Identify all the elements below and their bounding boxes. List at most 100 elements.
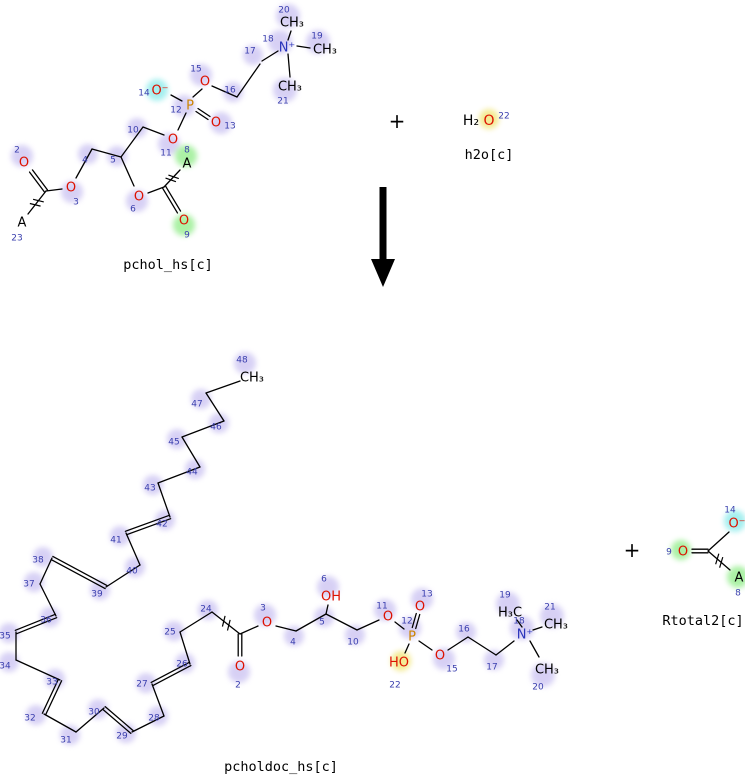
atom-label: O <box>235 660 245 675</box>
atom-number: 19 <box>311 31 323 41</box>
green-atom-highlight <box>173 214 195 236</box>
purple-atom-highlight <box>61 181 83 203</box>
bond <box>15 659 61 681</box>
molecule-name-h2o: h2o[c] <box>465 147 514 163</box>
purple-atom-highlight <box>155 510 175 530</box>
atom-number: 5 <box>319 617 325 627</box>
atom-number: 43 <box>144 483 155 493</box>
purple-atom-highlight <box>510 616 534 640</box>
green-atom-highlight <box>175 145 197 167</box>
bond <box>287 53 291 78</box>
bond-line <box>532 626 543 631</box>
double-bond <box>102 705 134 735</box>
bond <box>105 564 141 588</box>
atom-label: P <box>186 99 194 114</box>
purple-atom-highlight <box>243 45 263 65</box>
bond <box>75 148 93 179</box>
atom-number: 35 <box>0 631 11 641</box>
double-bond <box>41 678 63 716</box>
bond-line <box>177 112 187 131</box>
bond-line <box>296 45 311 49</box>
bond-line <box>418 640 433 651</box>
bond <box>447 636 469 651</box>
bond-line <box>147 186 165 194</box>
bond-line <box>157 466 201 484</box>
bond-line <box>125 518 172 536</box>
bond <box>120 126 144 158</box>
bond-line <box>261 50 279 62</box>
atom-label: O <box>168 133 178 148</box>
atom-number: 48 <box>236 355 248 365</box>
atom-number: 39 <box>91 589 103 599</box>
atom-number: 17 <box>244 46 255 56</box>
bond-line <box>447 636 469 651</box>
atom-label: CH₃ <box>240 371 264 386</box>
purple-atom-highlight <box>540 604 564 628</box>
attachment-bond <box>163 169 181 188</box>
atom-number: 37 <box>23 579 34 589</box>
purple-atom-highlight <box>276 4 300 28</box>
atom-label: N⁺ <box>517 628 534 643</box>
bond <box>142 126 165 136</box>
atom-number: 16 <box>224 85 236 95</box>
bond-line <box>52 555 108 587</box>
bond <box>39 557 53 585</box>
atom-label: CH₃ <box>278 80 302 95</box>
atom-number: 9 <box>666 547 672 557</box>
bond-line <box>205 392 225 422</box>
bond <box>131 715 165 733</box>
purple-atom-highlight <box>60 725 80 745</box>
atom-number: 13 <box>224 121 235 131</box>
bond <box>211 85 238 98</box>
bond-line <box>356 619 380 631</box>
bond <box>239 625 259 635</box>
bond-line <box>39 557 53 585</box>
atom-number: 18 <box>513 616 525 626</box>
purple-atom-highlight <box>127 118 147 138</box>
bond-line <box>28 171 46 193</box>
cyan-atom-highlight <box>724 510 745 532</box>
bond <box>177 112 187 131</box>
bond <box>516 619 523 628</box>
yellow-atom-highlight <box>479 109 499 129</box>
bond-line <box>411 612 417 629</box>
purple-atom-highlight <box>268 30 292 54</box>
bond <box>287 30 292 41</box>
atom-number: 3 <box>73 197 79 207</box>
purple-atom-highlight <box>175 653 195 673</box>
atom-number: 6 <box>321 574 327 584</box>
atom-number: 38 <box>32 555 44 565</box>
purple-atom-highlight <box>273 78 297 102</box>
atom-number: 15 <box>190 64 201 74</box>
purple-atom-highlight <box>167 429 187 449</box>
double-bond <box>28 169 49 193</box>
molecule-name-pcholdoc_hs: pcholdoc_hs[c] <box>224 759 338 775</box>
plus-sign-2: + <box>624 538 641 562</box>
bond-line <box>325 613 358 631</box>
atom-number: 40 <box>126 566 138 576</box>
bond <box>157 482 171 518</box>
atom-label: O <box>66 181 76 196</box>
atom-number: 44 <box>186 467 198 477</box>
attachment-bond <box>27 190 47 215</box>
bond-line <box>394 621 405 630</box>
atom-number: 9 <box>184 230 190 240</box>
atom-label: CH₃ <box>313 43 337 58</box>
bond-line <box>236 63 261 98</box>
atom-label: N⁺ <box>279 41 296 56</box>
purple-atom-highlight <box>158 133 180 155</box>
bond-line <box>275 625 297 632</box>
purple-atom-highlight <box>26 705 46 725</box>
green-atom-highlight <box>727 566 745 588</box>
bond-line <box>211 611 241 635</box>
atom-label: O <box>678 545 688 560</box>
bond-line <box>495 640 515 656</box>
bond <box>325 613 358 631</box>
atom-label: O <box>211 116 221 131</box>
bond-line <box>467 636 497 656</box>
bond <box>205 392 225 422</box>
purple-atom-highlight <box>531 663 555 687</box>
